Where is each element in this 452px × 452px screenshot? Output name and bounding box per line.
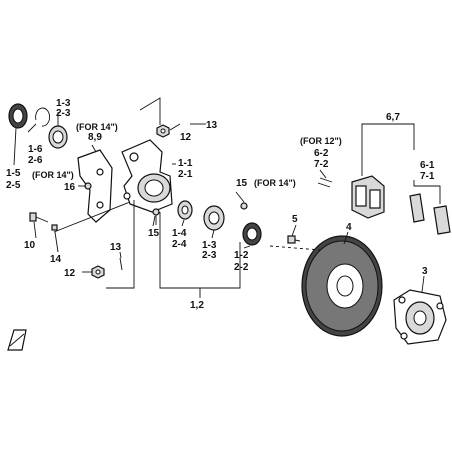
brake-pad-right-part: [433, 205, 451, 235]
label-15-top: 15: [236, 178, 248, 189]
oil-seal-right-part: [242, 222, 262, 246]
bearing-left-part: [48, 125, 68, 149]
label-14: 14: [50, 254, 62, 265]
brake-pad-left-part: [409, 193, 425, 223]
label-16: 16: [64, 182, 76, 193]
wheel-hub-part: [393, 289, 447, 345]
label-2-1: 2-1: [178, 169, 193, 180]
label-6-7: 6,7: [386, 112, 400, 123]
spacer-part: [177, 200, 193, 220]
snap-ring-part: [35, 107, 51, 127]
oil-seal-part: [8, 103, 28, 129]
label-12-top: 12: [180, 132, 192, 143]
label-6-1: 6-1: [420, 160, 435, 171]
bolt-15-mid-part: [152, 208, 160, 225]
nut-top-part: [156, 124, 170, 138]
label-for14-c: (FOR 14"): [254, 178, 296, 188]
label-1-1: 1-1: [178, 158, 193, 169]
label-1-4: 1-4: [172, 228, 187, 239]
label-6-2: 6-2: [314, 148, 329, 159]
label-1-2-group: 1,2: [190, 300, 204, 311]
label-1-2: 1-2: [234, 250, 249, 261]
label-4: 4: [346, 222, 352, 233]
knuckle-part: [121, 139, 173, 213]
pin-14-part: [51, 224, 58, 231]
label-2-5: 2-5: [6, 180, 21, 191]
label-12-bottom: 12: [64, 268, 76, 279]
label-2-4: 2-4: [172, 239, 187, 250]
bolt-15-top-part: [240, 202, 248, 210]
bolt-10-part: [29, 212, 49, 223]
label-7-2: 7-2: [314, 159, 329, 170]
label-5: 5: [292, 214, 298, 225]
caliper-bracket-part: [77, 149, 113, 223]
label-1-6: 1-6: [28, 144, 43, 155]
label-13-top: 13: [206, 120, 218, 131]
label-1-3: 1-3: [56, 98, 71, 109]
wedge-symbol: [7, 329, 27, 351]
label-for12: (FOR 12"): [300, 136, 342, 146]
label-7-1: 7-1: [420, 171, 435, 182]
label-2-3: 2-3: [56, 108, 71, 119]
label-13-bottom: 13: [110, 242, 122, 253]
label-1-5: 1-5: [6, 168, 21, 179]
label-for14-b: (FOR 14"): [32, 170, 74, 180]
label-1-3b: 1-3: [202, 240, 217, 251]
label-2-2: 2-2: [234, 262, 249, 273]
brake-disc-part: [301, 235, 383, 337]
bearing-right-part: [203, 205, 225, 231]
caliper-pin-part: [317, 177, 333, 188]
nut-bottom-part: [91, 265, 105, 279]
label-for14-a: (FOR 14"): [76, 122, 118, 132]
label-3: 3: [422, 266, 428, 277]
label-15-mid: 15: [148, 228, 160, 239]
label-2-6: 2-6: [28, 155, 43, 166]
leader-lines: [13, 97, 441, 298]
bolt-5-part: [287, 235, 301, 244]
label-10: 10: [24, 240, 36, 251]
bolt-13-bottom-part: [119, 257, 123, 271]
caliper-part: [351, 175, 385, 219]
label-2-3b: 2-3: [202, 250, 217, 261]
label-8-9: 8,9: [88, 132, 102, 143]
